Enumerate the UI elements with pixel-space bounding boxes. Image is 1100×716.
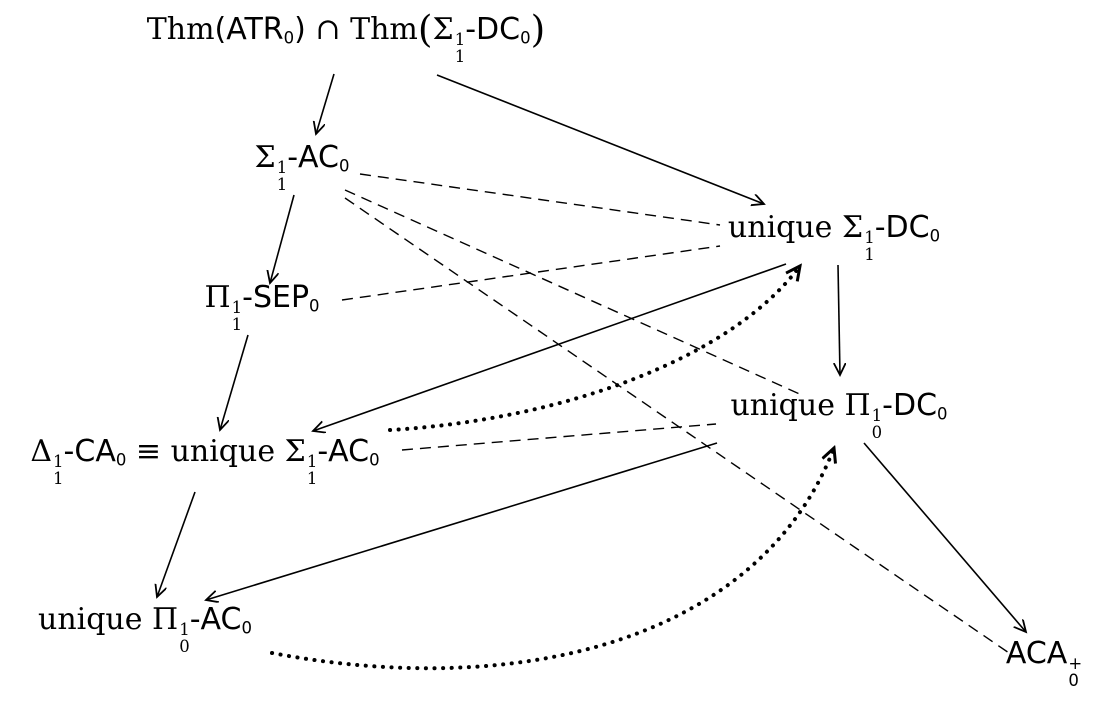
unique-word: unique xyxy=(727,209,842,245)
ac-label: -AC xyxy=(189,601,242,637)
ac-label: -AC xyxy=(317,433,370,469)
ca-label: -CA xyxy=(63,433,116,469)
atr-label: ATR xyxy=(226,11,284,47)
sigma-symbol: Σ xyxy=(284,433,306,469)
dotted-arrow-delta-ca-to-unique-sigma-dc xyxy=(388,266,800,432)
unique-word: unique xyxy=(730,387,845,423)
aca-label: ACA xyxy=(1005,635,1068,671)
thm-word: Thm xyxy=(350,11,418,47)
sep-label: -SEP xyxy=(242,279,310,315)
dc-subscript: 0 xyxy=(520,28,531,48)
node-aca: ACA+0 xyxy=(1005,635,1083,690)
dashed-delta-ca-unique-pi-dc xyxy=(401,423,717,451)
arrow-unique-sigma-dc-to-unique-pi-dc xyxy=(838,264,840,375)
atr-subscript: 0 xyxy=(283,28,295,48)
thm-word: Thm xyxy=(146,11,215,47)
unique-word: unique xyxy=(170,433,285,469)
arrow-unique-sigma-dc-to-delta-ca xyxy=(313,263,787,431)
dc-label: -DC xyxy=(465,11,521,47)
pi-symbol: Π xyxy=(204,279,231,315)
dashed-sigma-ac-unique-sigma-dc xyxy=(359,173,721,226)
sigma-symbol: Σ xyxy=(254,139,276,175)
dashed-pi-sep-unique-sigma-dc xyxy=(341,245,721,301)
pi-symbol: Π xyxy=(844,387,871,423)
close-paren: ) xyxy=(294,11,306,47)
arrow-unique-pi-dc-to-aca xyxy=(863,442,1026,632)
dc-label: -DC xyxy=(874,209,930,245)
arrow-thm-to-sigma-ac xyxy=(316,73,335,134)
arrow-sigma-ac-to-pi-sep xyxy=(270,194,295,283)
ac-label: -AC xyxy=(287,139,339,175)
close-paren-large: ) xyxy=(530,6,546,51)
equiv-symbol: ≡ xyxy=(126,433,171,469)
arrow-delta-ca-to-unique-pi-ac xyxy=(157,491,196,597)
dc-label: -DC xyxy=(882,387,938,423)
intersection-symbol: ∩ xyxy=(305,11,351,47)
arrow-thm-to-unique-sigma-dc xyxy=(436,74,764,204)
arrow-unique-pi-dc-to-unique-pi-ac xyxy=(206,442,718,600)
sigma-symbol: Σ xyxy=(432,11,454,47)
delta-symbol: Δ xyxy=(30,433,53,469)
arrow-pi-sep-to-delta-ca xyxy=(220,334,249,430)
pi-symbol: Π xyxy=(152,601,179,637)
open-paren-large: ( xyxy=(417,6,433,51)
sigma-symbol: Σ xyxy=(841,209,864,245)
open-paren: ( xyxy=(214,11,227,47)
dashed-sigma-ac-unique-pi-dc xyxy=(344,189,805,397)
unique-word: unique xyxy=(37,601,153,637)
